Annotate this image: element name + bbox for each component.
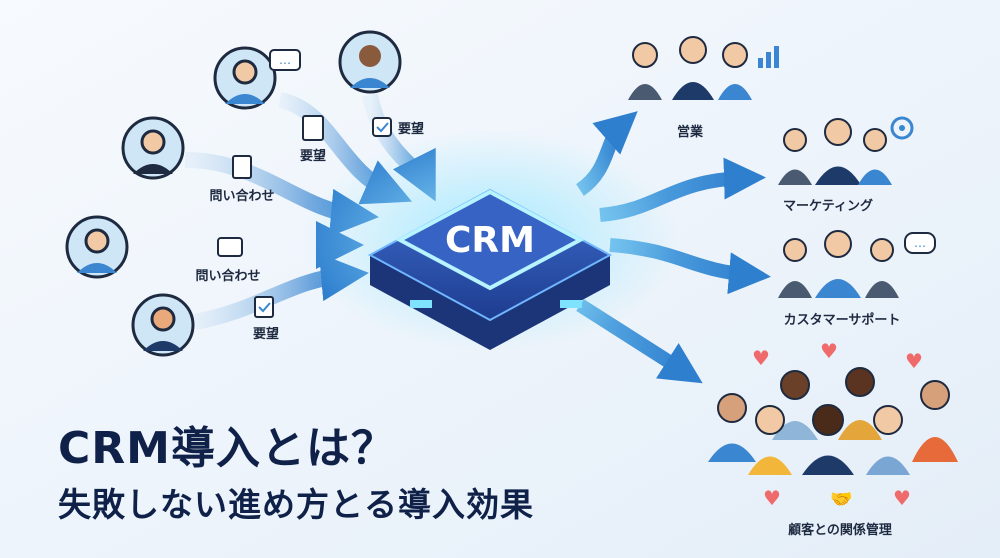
output-label: 営業 (677, 124, 704, 140)
headline-title: CRM導入とは？ (58, 423, 396, 474)
heart-icon: ♥ (893, 486, 911, 510)
avatar (338, 30, 402, 94)
input-label: 要望 (253, 326, 279, 342)
headline-subtitle: 失敗しない進め方とる導入効果 (58, 485, 534, 524)
avatar: … (213, 46, 301, 110)
chat-bubble-icon (217, 237, 243, 257)
document-icon (232, 155, 252, 179)
checklist-icon (254, 296, 274, 318)
support-group: … カスタマーサポート (778, 230, 936, 328)
input-label: 要望 (300, 148, 326, 164)
avatar (65, 215, 129, 279)
avatar (121, 116, 185, 180)
heart-icon: ♥ (752, 346, 770, 370)
output-label: マーケティング (783, 198, 873, 214)
marketing-group: マーケティング (778, 116, 914, 214)
bar-chart-icon (758, 46, 779, 68)
chat-bubble-icon: … (279, 53, 291, 67)
heart-icon: ♥ (905, 349, 923, 373)
heart-icon: ♥ (763, 486, 781, 510)
input-label: 要望 (398, 121, 424, 137)
output-label: カスタマーサポート (784, 312, 901, 328)
target-icon (890, 116, 914, 140)
avatar (131, 293, 195, 357)
handshake-icon: 🤝 (830, 489, 852, 510)
output-groups: 営業 マーケティング … カスタマーサポート ♥ ♥ ♥ (628, 36, 958, 538)
input-label: 問い合わせ (209, 188, 274, 204)
customer-avatars: … (65, 30, 402, 357)
document-search-icon (302, 115, 324, 141)
input-label: 問い合わせ (195, 268, 260, 284)
chat-bubble-icon (904, 232, 936, 254)
customers-group: ♥ ♥ ♥ ♥ 🤝 ♥ 顧客との関係管理 (708, 339, 958, 538)
crm-hub: CRM (300, 130, 680, 350)
sales-group: 営業 (628, 36, 779, 140)
svg-text:…: … (914, 236, 926, 250)
crm-label: CRM (445, 220, 535, 261)
output-label: 顧客との関係管理 (788, 522, 892, 538)
input-labels: 要望 要望 問い合わせ 問い合わせ 要望 (195, 115, 424, 342)
heart-icon: ♥ (820, 339, 838, 363)
checkbox-icon (372, 117, 392, 137)
